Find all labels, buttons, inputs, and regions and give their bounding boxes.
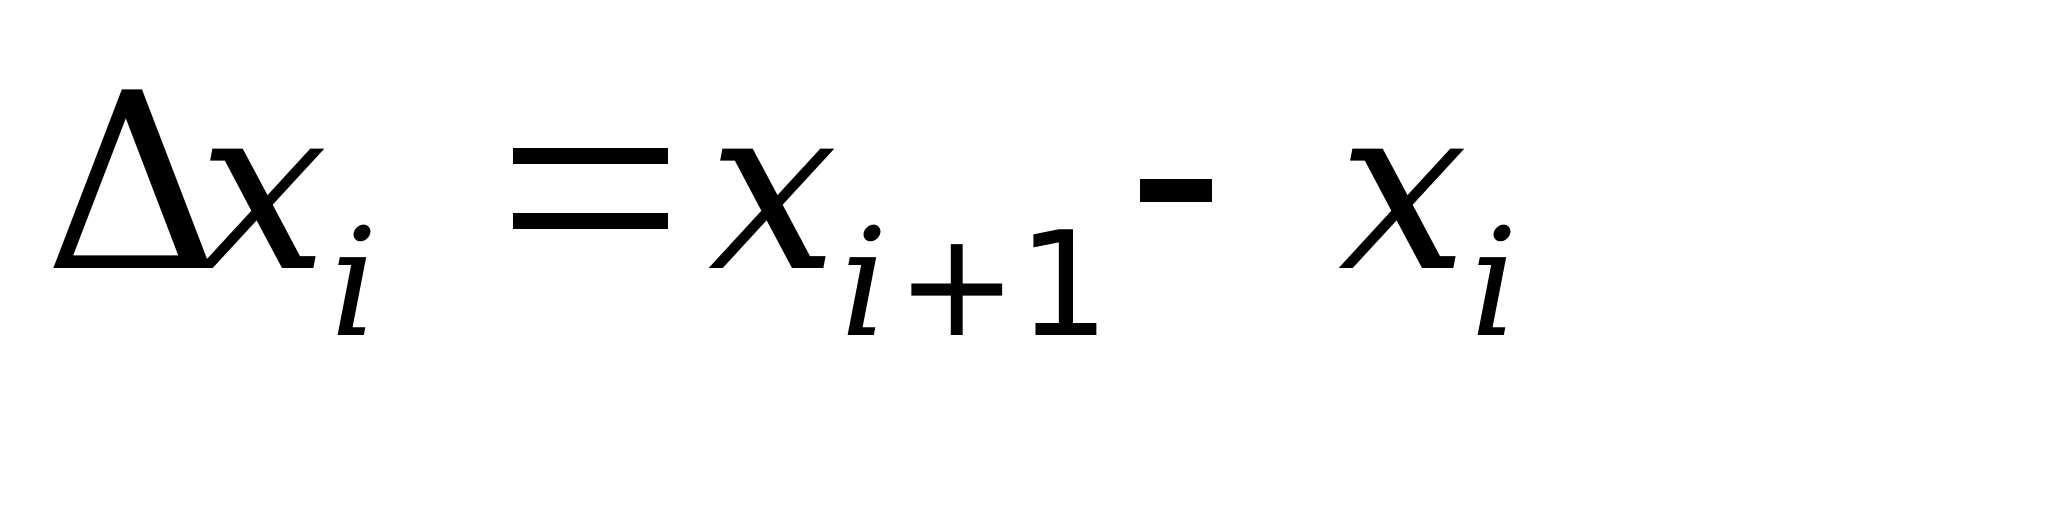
term2-variable: x: [1338, 56, 1468, 323]
term1-subscript-plus-one: +1: [896, 201, 1110, 370]
term1-subscript-index: i: [840, 197, 888, 371]
minus-sign: [1140, 179, 1212, 202]
lhs-variable: x: [198, 56, 328, 323]
lhs-subscript: i: [330, 197, 378, 371]
equals-sign-top: [513, 148, 668, 164]
term2-subscript: i: [1470, 197, 1518, 371]
term1-variable: x: [708, 56, 838, 323]
equals-sign-bottom: [513, 213, 668, 229]
delta-symbol: Δ: [44, 41, 221, 326]
